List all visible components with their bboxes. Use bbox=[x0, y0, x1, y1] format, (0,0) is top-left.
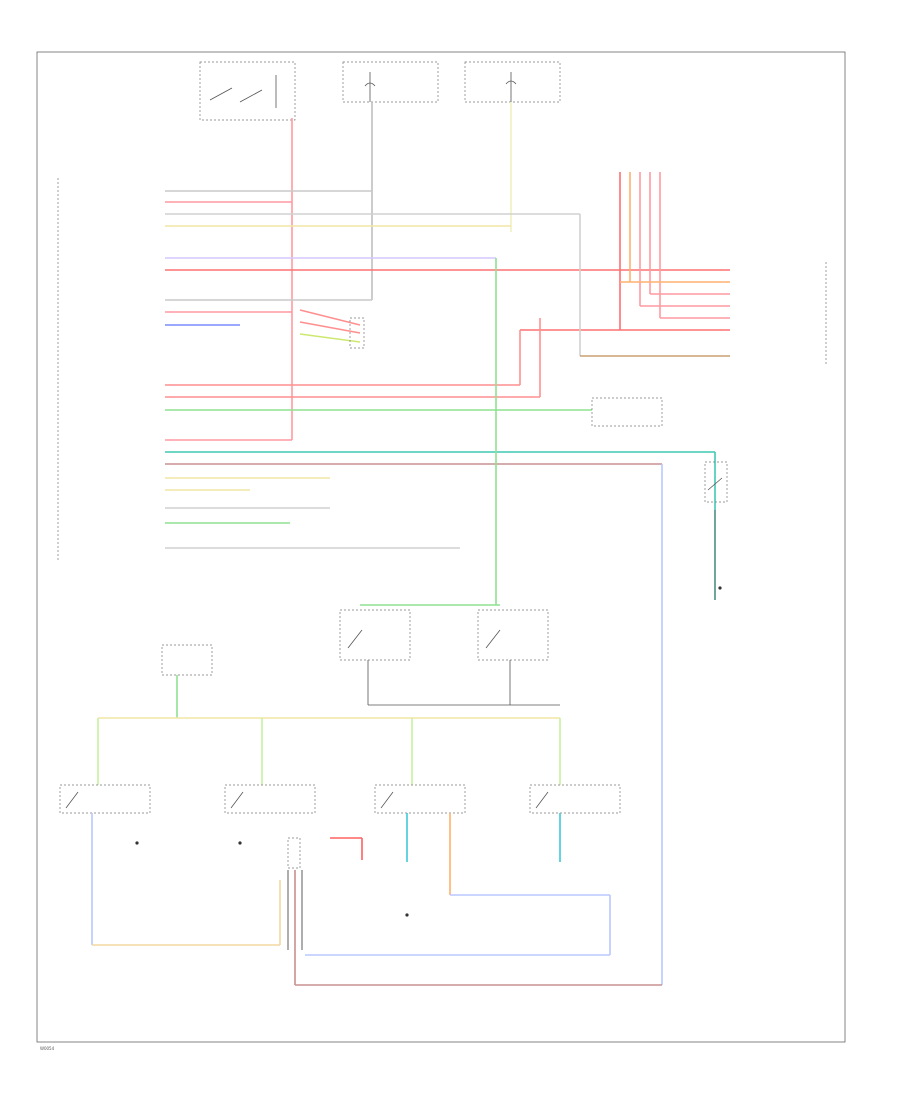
diagram-frame bbox=[36, 51, 846, 1043]
ground-point-1 bbox=[135, 841, 139, 845]
page-id: W0054 bbox=[40, 1046, 55, 1051]
circuit-breaker bbox=[342, 61, 439, 103]
ignition-switch bbox=[199, 61, 296, 121]
ground-point-2 bbox=[238, 841, 242, 845]
lock-relays bbox=[299, 309, 365, 349]
ground-point-4 bbox=[718, 586, 722, 590]
right-connector-block bbox=[519, 172, 827, 427]
door-ajar-switch bbox=[704, 452, 728, 600]
module-pin-lines bbox=[165, 190, 730, 549]
lock-motors bbox=[59, 784, 621, 814]
fuse-top-right bbox=[464, 61, 561, 103]
lower-harness bbox=[91, 464, 663, 986]
door-switches bbox=[339, 609, 560, 706]
fuse-lower-left bbox=[161, 644, 213, 718]
ground-point-3 bbox=[405, 913, 409, 917]
